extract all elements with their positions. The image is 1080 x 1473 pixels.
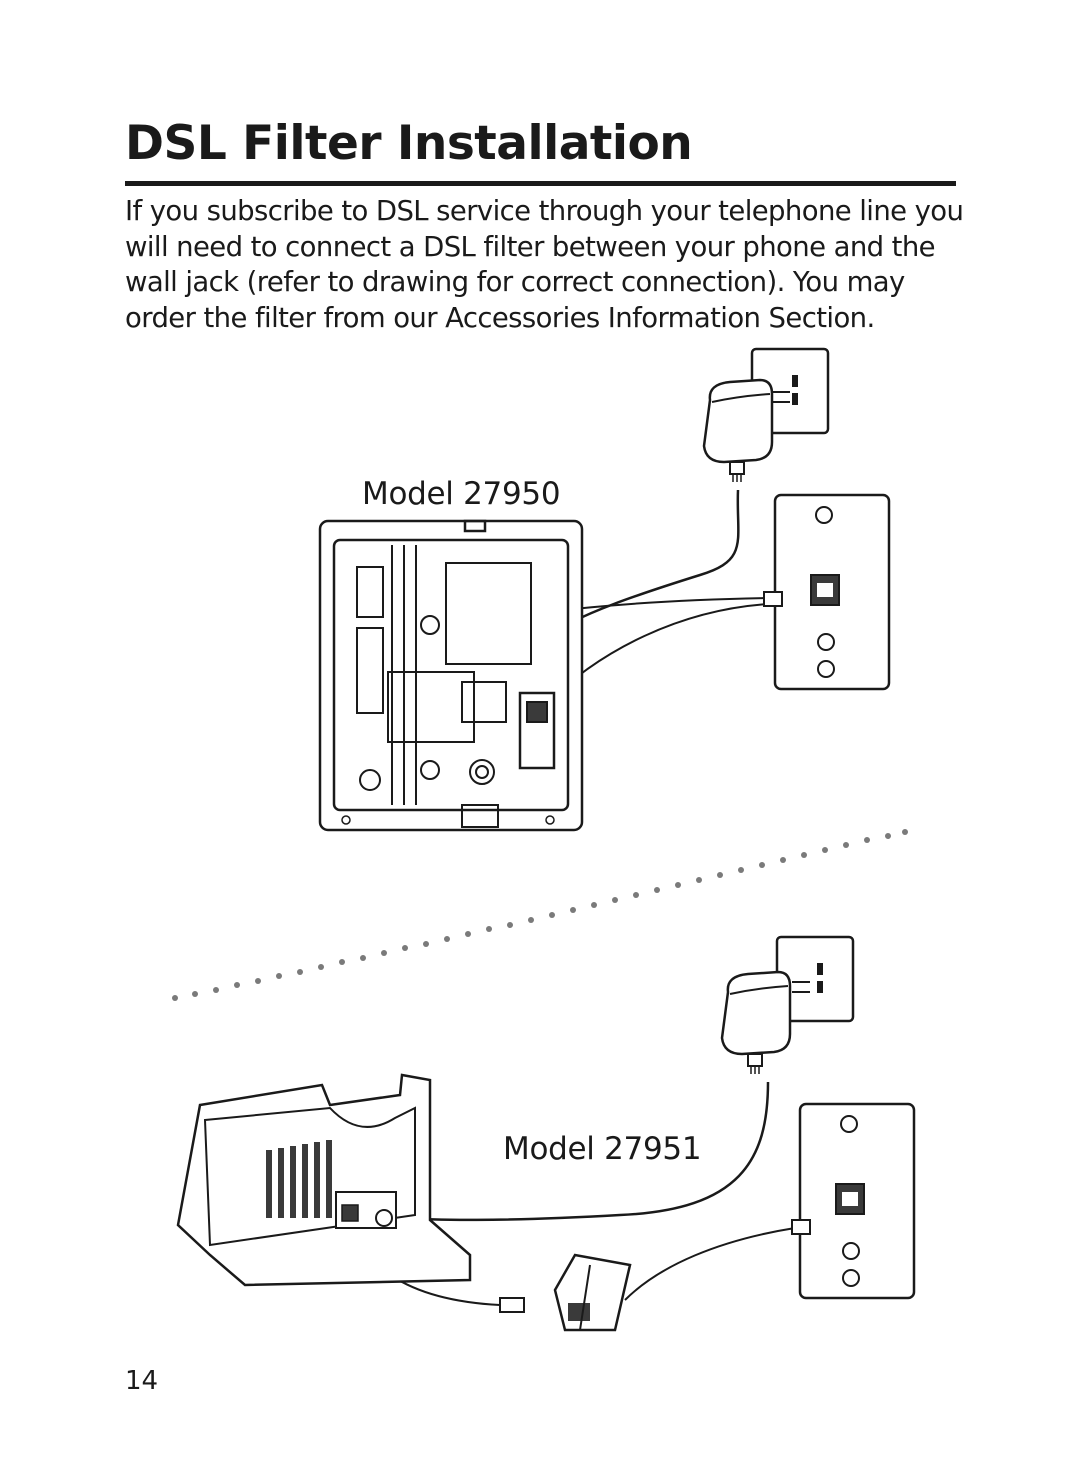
phone-base-27950: [318, 519, 584, 832]
wall-jack-top: [773, 493, 891, 691]
intro-paragraph: If you subscribe to DSL service through …: [125, 195, 964, 334]
model-27950-label: Model 27950: [362, 476, 561, 512]
power-cord-top: [571, 489, 740, 624]
page-title: DSL Filter Installation: [125, 116, 693, 171]
title-rule: [125, 181, 956, 186]
dsl-filter: [553, 1253, 632, 1332]
ac-adapter-bottom: [720, 970, 810, 1076]
dotted-divider: [172, 829, 908, 1001]
model-27951-label: Model 27951: [503, 1131, 702, 1167]
ac-adapter-top: [702, 378, 790, 484]
page-number: 14: [125, 1366, 159, 1396]
phone-base-27951: [176, 1073, 472, 1287]
wall-jack-bottom: [798, 1102, 916, 1300]
power-cord-bottom: [403, 1081, 770, 1222]
